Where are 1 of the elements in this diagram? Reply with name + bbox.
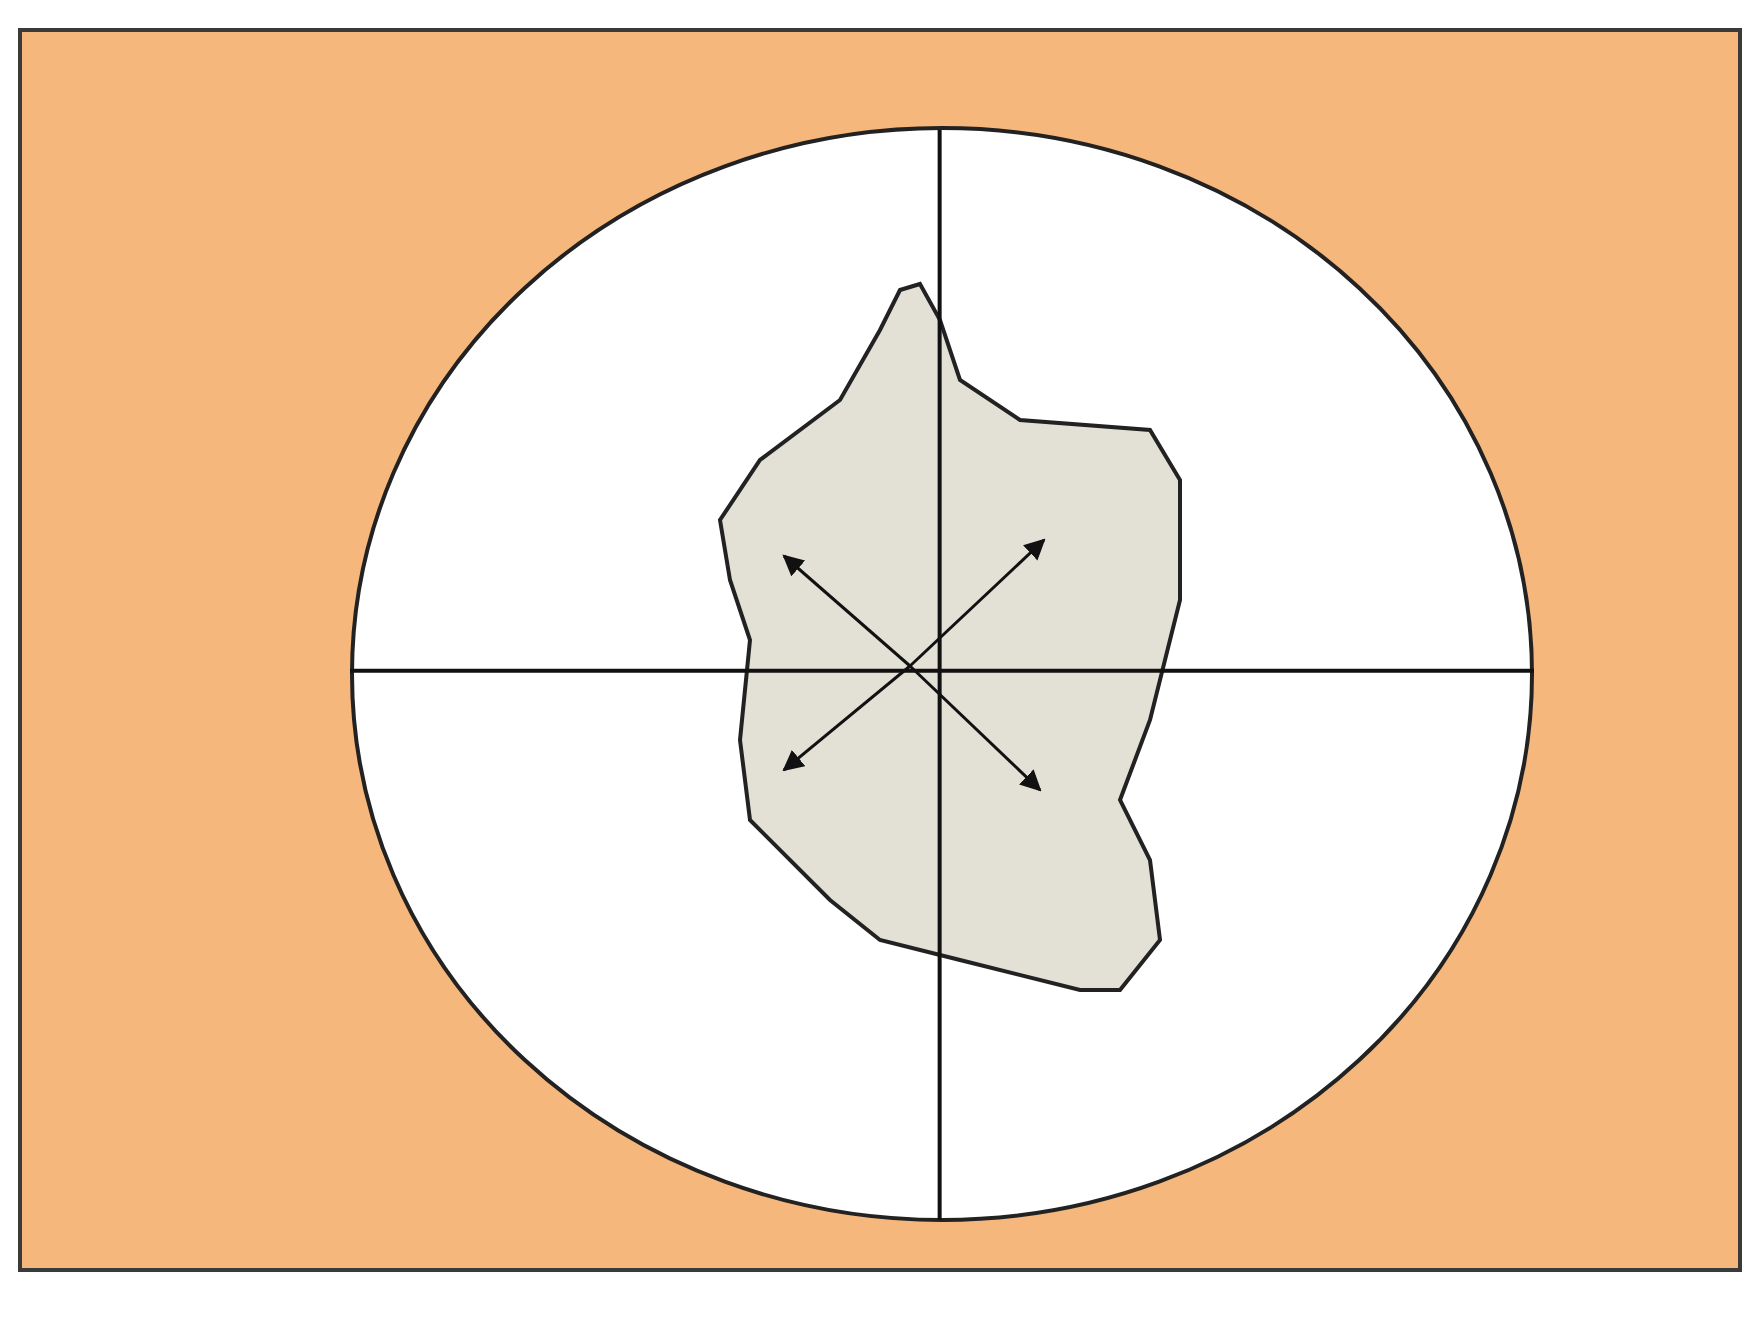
irregular-shape	[716, 280, 1184, 996]
